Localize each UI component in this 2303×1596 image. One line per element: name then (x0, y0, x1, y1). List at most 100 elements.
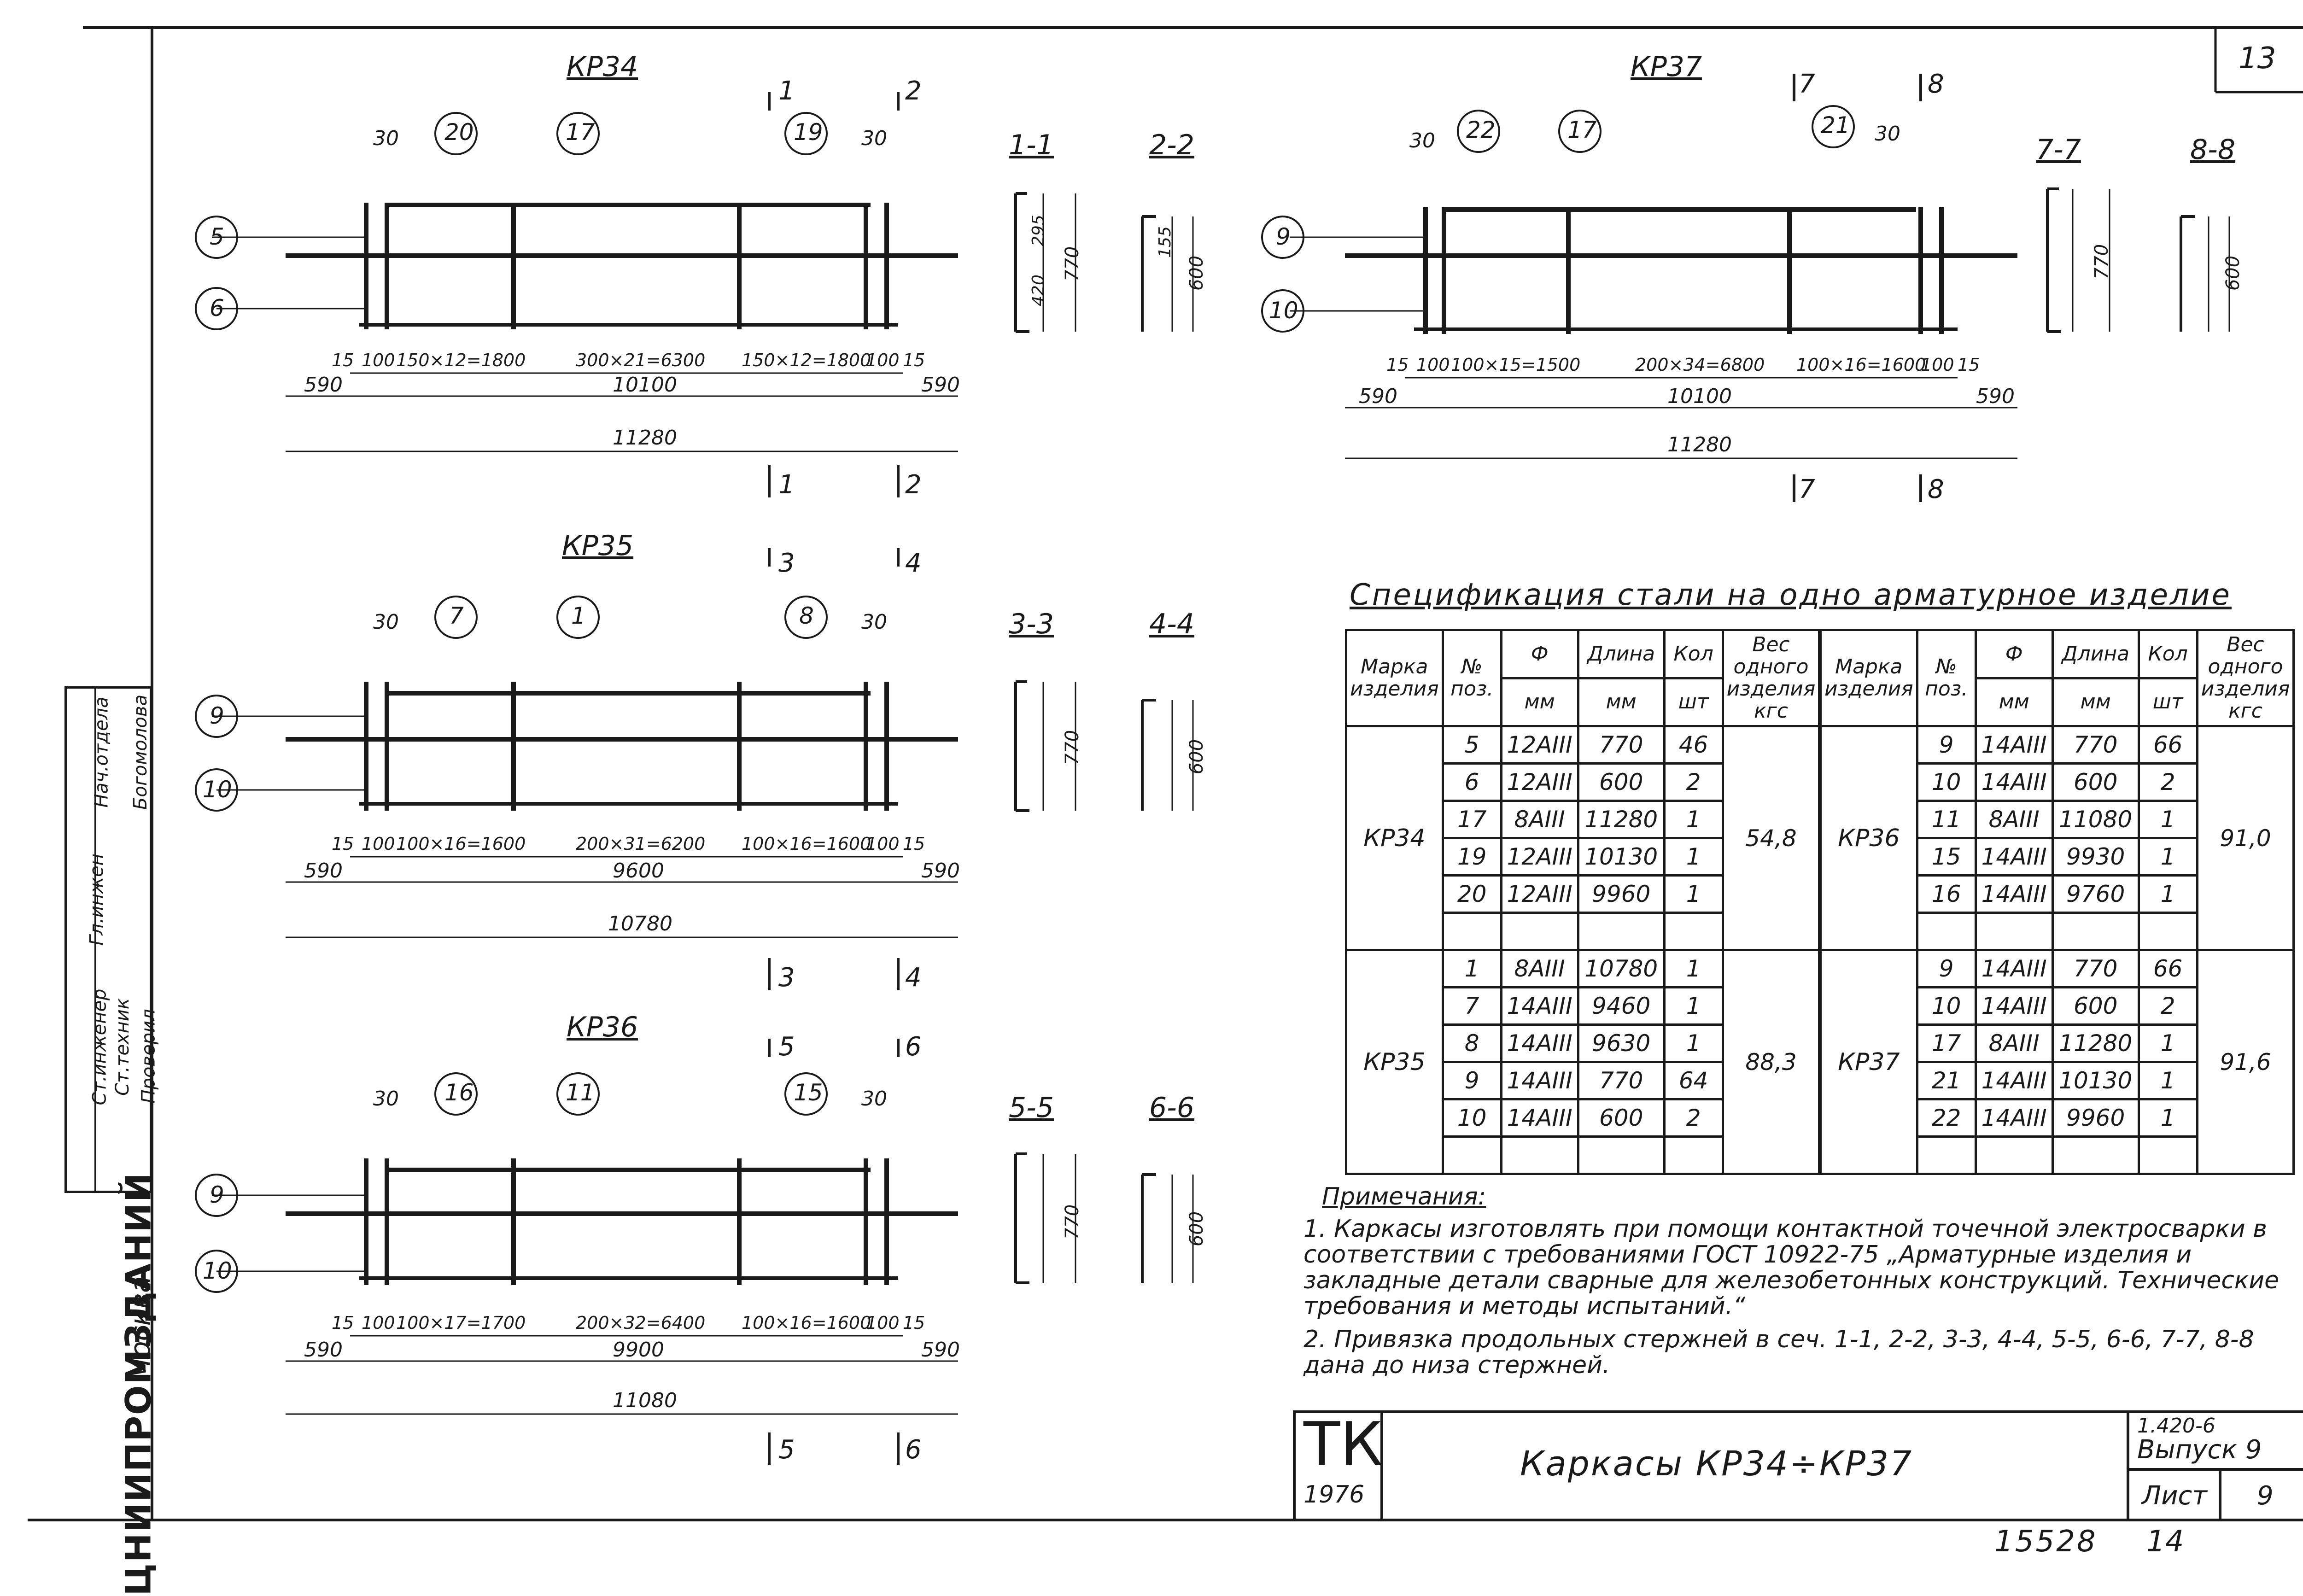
cell: 10130 (1577, 837, 1666, 877)
side-top-kr35: 9 (210, 702, 224, 729)
titleblock-year: 1976 (1303, 1481, 1365, 1508)
cell: 12AIII (1500, 837, 1579, 877)
pos-left-kr37: 22 (1466, 117, 1496, 143)
dim-mid-2-kr34: 590 (921, 373, 960, 397)
cell: 66 (2137, 949, 2198, 988)
section-mark-b-kr35: 4 (905, 548, 922, 578)
cell: 14AIII (1974, 725, 2054, 765)
section-mark-b2-kr36: 6 (905, 1435, 922, 1465)
section-label-5-5: 5-5 (1009, 1092, 1054, 1124)
section-label-6-6: 6-6 (1149, 1092, 1194, 1124)
section-mark-a2-kr37: 7 (1799, 474, 1815, 504)
pos-right-kr34: 19 (794, 119, 823, 146)
cell (2137, 1135, 2198, 1175)
cell: 14AIII (1500, 1061, 1579, 1100)
cage-kr37 (1261, 74, 2017, 502)
cell (2137, 912, 2198, 951)
cell: 22 (1916, 1098, 1977, 1138)
spec-title: Спецификация стали на одно арматурное из… (1350, 578, 2232, 612)
cell: 14AIII (1500, 986, 1579, 1026)
cell: 1 (2137, 1061, 2198, 1100)
sec-dim-155-2: 155 (1155, 226, 1175, 258)
section-mark-b-kr34: 2 (905, 76, 922, 106)
dim-small-6-kr35: 15 (903, 834, 925, 854)
cell: 16 (1916, 874, 1977, 914)
side-top-kr34: 5 (210, 223, 224, 250)
note-2: 2. Привязка продольных стержней в сеч. 1… (1303, 1326, 2254, 1379)
pos-right-kr37: 21 (1821, 112, 1850, 139)
dim-small-5-kr34: 100 (866, 350, 900, 370)
side-bottom-kr35: 10 (203, 776, 232, 803)
dim-small-2-kr34: 150×12=1800 (396, 350, 526, 370)
hdr-mark: Марка изделия (1345, 629, 1444, 727)
cell: 12AIII (1500, 762, 1579, 802)
titleblock-sheet-label: Лист (2142, 1481, 2207, 1511)
cell: 14AIII (1974, 837, 2054, 877)
dim-small-4-kr37: 100×16=1600 (1796, 355, 1926, 375)
sec-dim-295-1: 295 (1029, 215, 1048, 246)
section-mark-a-kr35: 3 (778, 548, 795, 578)
dim-total-kr35: 10780 (608, 912, 672, 935)
dim-small-1-kr36: 100 (362, 1313, 395, 1333)
cell: 19 (1441, 837, 1502, 877)
dim-small-6-kr34: 15 (903, 350, 925, 370)
cell: 10130 (2051, 1061, 2140, 1100)
dim-total-kr36: 11080 (613, 1389, 677, 1412)
drawing-title-kr35: КР35 (562, 530, 634, 562)
dim-mid-2-kr37: 590 (1976, 385, 2015, 408)
hdr-qty-unit: шт (2137, 677, 2198, 727)
section-label-4-4: 4-4 (1149, 608, 1194, 640)
side-bottom-kr34: 6 (210, 295, 224, 322)
cell: 12AIII (1500, 725, 1579, 765)
dim-small-6-kr36: 15 (903, 1313, 925, 1333)
weight-cell: 91,0 (2196, 725, 2295, 951)
bottom-number: 15528 (1994, 1525, 2098, 1559)
pos-mid-kr35: 1 (571, 602, 586, 629)
cell: 20 (1441, 874, 1502, 914)
dim-small-0-kr35: 15 (332, 834, 354, 854)
section-label-7-7: 7-7 (2036, 134, 2081, 166)
cell: 1 (1441, 949, 1502, 988)
table-row (1346, 1135, 1819, 1175)
pos-left-kr35: 7 (449, 602, 464, 629)
cell: 2 (1663, 762, 1724, 802)
dim-small-5-kr37: 100 (1921, 355, 1954, 375)
section-mark-b2-kr34: 2 (905, 470, 922, 500)
cell: 10780 (1577, 949, 1666, 988)
cell (1441, 1135, 1502, 1175)
hdr-qty-unit: шт (1663, 677, 1724, 727)
cell: 600 (2051, 986, 2140, 1026)
cell: 17 (1441, 800, 1502, 839)
hdr-qty: Кол (2137, 629, 2198, 679)
cell (2051, 912, 2140, 951)
cell: 11280 (1577, 800, 1666, 839)
cell (1577, 912, 1666, 951)
dim-small-3-kr36: 200×32=6400 (576, 1313, 706, 1333)
section-mark-a-kr34: 1 (778, 76, 795, 106)
cell (1916, 912, 1977, 951)
cell: 1 (1663, 949, 1724, 988)
notes-title: Примечания: (1322, 1183, 1486, 1210)
cell: 14AIII (1500, 1098, 1579, 1138)
dim-small-3-kr34: 300×21=6300 (576, 350, 706, 370)
cell: 600 (1577, 1098, 1666, 1138)
section-mark-b2-kr37: 8 (1928, 474, 1944, 504)
dim-mid-2-kr36: 590 (921, 1338, 960, 1362)
dim-small-2-kr37: 100×15=1500 (1451, 355, 1581, 375)
weight-cell: 91,6 (2196, 949, 2295, 1175)
pos-right-kr35: 8 (799, 602, 814, 629)
cell: 10 (1916, 762, 1977, 802)
cell: 15 (1916, 837, 1977, 877)
dim-mid-2-kr35: 590 (921, 859, 960, 883)
hdr-length-unit: мм (2051, 677, 2140, 727)
pos-left-kr36: 16 (444, 1079, 474, 1106)
cell (1441, 912, 1502, 951)
cell: 600 (2051, 762, 2140, 802)
page-number: 13 (2239, 41, 2276, 76)
